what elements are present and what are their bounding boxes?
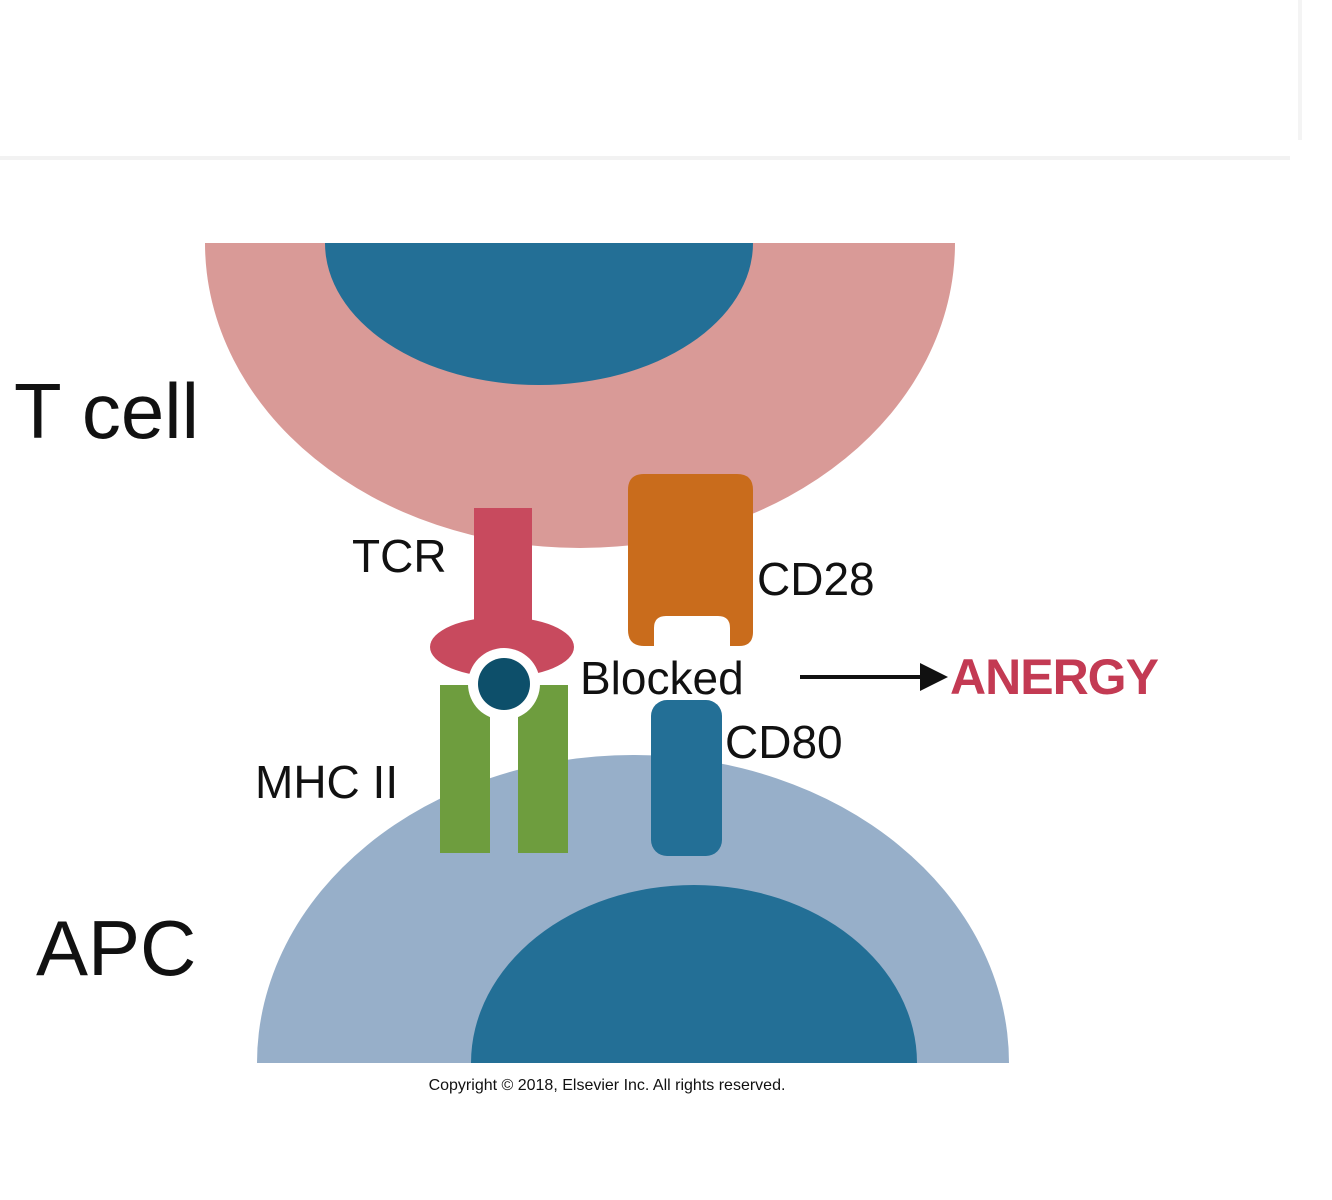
apc-label: APC xyxy=(36,904,196,992)
tcr-label: TCR xyxy=(352,530,447,582)
mhc-ii-alpha-chain xyxy=(440,685,490,853)
top-panel-edge xyxy=(0,0,1302,160)
cd28-molecule xyxy=(628,474,753,646)
t-cell-label: T cell xyxy=(14,367,199,455)
blocked-label: Blocked xyxy=(580,652,744,704)
anergy-label: ANERGY xyxy=(950,649,1159,705)
mhc-ii-molecule xyxy=(440,685,568,853)
t-cell xyxy=(205,243,955,548)
arrow-to-anergy xyxy=(800,663,948,691)
cd80-label: CD80 xyxy=(725,716,843,768)
tcr-molecule xyxy=(430,508,574,677)
copyright-notice: Copyright © 2018, Elsevier Inc. All righ… xyxy=(429,1077,786,1094)
tcr-head xyxy=(430,617,574,677)
apc-nucleus xyxy=(471,885,917,1063)
mhc-ii-beta-chain xyxy=(518,685,568,853)
tcr-stalk xyxy=(474,508,532,628)
t-cell-nucleus xyxy=(325,243,753,385)
cd80-molecule xyxy=(651,700,722,856)
peptide-antigen xyxy=(468,648,540,720)
mhc-ii-label: MHC II xyxy=(255,756,398,808)
cd28-label: CD28 xyxy=(757,553,875,605)
